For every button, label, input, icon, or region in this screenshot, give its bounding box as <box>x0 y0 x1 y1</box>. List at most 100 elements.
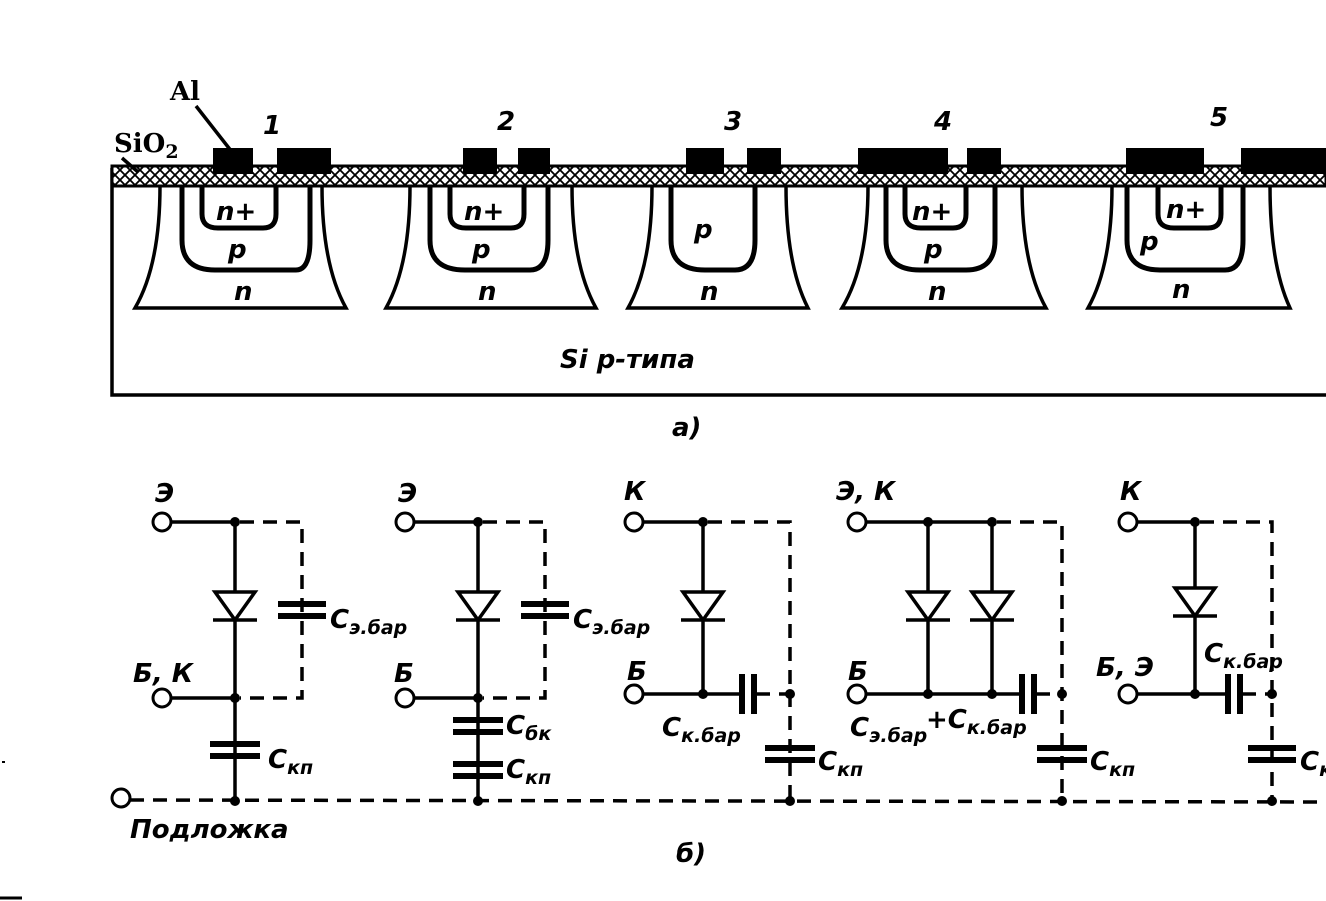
substrate-terminal <box>110 787 132 809</box>
cap-label: Скп <box>1090 747 1135 781</box>
substrate-bus <box>129 798 1326 804</box>
contact-a <box>858 148 948 174</box>
bottom-terminal-label: Б <box>627 657 647 687</box>
n-plus-emitter <box>199 186 279 231</box>
device-number: 2 <box>497 107 515 137</box>
circuit-1: Э Сэ.бар Б, К Скп <box>133 479 407 806</box>
diode-icon <box>1171 586 1219 620</box>
top-terminal-label: К <box>624 477 647 507</box>
p-label: р <box>923 235 943 265</box>
metal-label: Al <box>169 77 200 107</box>
cap-label: Скп <box>268 745 313 779</box>
metal-leader <box>194 104 234 154</box>
n-well <box>383 185 599 310</box>
device-number: 1 <box>263 111 281 141</box>
n-well <box>625 185 811 310</box>
top-terminal <box>394 511 416 533</box>
p-label: р <box>693 215 713 245</box>
top-terminal-label: Э <box>398 479 417 509</box>
substrate-label: Si р-типа <box>560 345 695 375</box>
cap-label: Скп <box>818 747 863 781</box>
circuit-2: Э Сэ.бар Б Сбк Скп <box>394 479 650 806</box>
n-label: n <box>928 277 947 307</box>
n-well <box>1085 185 1293 310</box>
p-base <box>1124 186 1246 273</box>
bottom-terminal-label: Б <box>848 657 868 687</box>
n-label: n <box>700 277 719 307</box>
device-5: 5 n+ р n <box>1085 103 1326 310</box>
n-well <box>131 185 349 310</box>
equivalent-circuits: Подложка б) Э Сэ.бар Б, К Скп <box>110 477 1326 869</box>
caption-b: б) <box>676 839 706 869</box>
n-plus-emitter <box>902 186 969 231</box>
cap-label: Скп <box>506 755 551 789</box>
contact-a <box>1126 148 1204 174</box>
cap-label: Ск <box>1300 747 1326 781</box>
bottom-terminal <box>151 687 173 709</box>
bottom-terminal <box>846 683 868 705</box>
top-terminal-label: Э <box>155 479 174 509</box>
contact-b <box>747 148 781 174</box>
p-base <box>179 186 313 273</box>
bottom-terminal <box>623 683 645 705</box>
cap-label: Сбк <box>506 711 552 745</box>
top-terminal <box>846 511 868 533</box>
n-plus-label: n+ <box>1166 195 1206 225</box>
diode-icon <box>679 590 727 624</box>
circuit-5: К Ск.бар Б, Э Ск <box>1096 477 1326 806</box>
p-label: р <box>471 235 491 265</box>
cross-section: 1 n+ р n 2 n+ р n 3 р n <box>110 77 1326 443</box>
n-label: n <box>234 277 253 307</box>
n-label: n <box>478 277 497 307</box>
top-terminal <box>1117 511 1139 533</box>
substrate-label: Подложка <box>130 815 289 845</box>
bottom-terminal <box>1117 683 1139 705</box>
top-terminal <box>151 511 173 533</box>
p-label: р <box>227 235 247 265</box>
diode-icon <box>904 590 952 624</box>
device-3: 3 р n <box>625 107 811 310</box>
diode-icon <box>211 590 259 624</box>
device-number: 3 <box>724 107 742 137</box>
oxide-label: SiO2 <box>114 129 179 163</box>
p-label: р <box>1139 227 1159 257</box>
oxide-leader <box>120 156 140 174</box>
substrate-outline <box>110 168 1326 397</box>
top-terminal-label: Э, К <box>836 477 897 507</box>
n-plus-label: n+ <box>912 197 952 227</box>
diode-icon <box>454 590 502 624</box>
device-2: 2 n+ р n <box>383 107 599 310</box>
top-terminal-label: К <box>1120 477 1143 507</box>
contact-b <box>518 148 550 174</box>
n-plus-emitter <box>447 186 527 231</box>
cap-label: Ск.бар <box>662 713 741 747</box>
n-plus-emitter <box>1155 186 1224 231</box>
device-number: 4 <box>933 107 952 137</box>
bottom-terminal <box>394 687 416 709</box>
device-number: 5 <box>1210 103 1228 133</box>
p-base <box>668 186 758 273</box>
cap-label: Сэ.бар <box>573 605 650 639</box>
contact-b <box>967 148 1001 174</box>
top-terminal <box>623 511 645 533</box>
contact-a <box>686 148 724 174</box>
contact-a <box>463 148 497 174</box>
n-well <box>838 185 1049 310</box>
cap-label: Сэ.бар <box>850 713 927 747</box>
device-1: 1 n+ р n <box>131 111 349 310</box>
n-label: n <box>1172 275 1191 305</box>
device-4: 4 n+ р n <box>838 107 1049 310</box>
cap-label: Сэ.бар <box>330 605 407 639</box>
cap-label: +Ск.бар <box>926 705 1027 739</box>
diode-icon <box>968 590 1016 624</box>
contact-b <box>1241 148 1326 174</box>
p-base <box>883 186 998 273</box>
bottom-terminal-label: Б, К <box>133 659 195 689</box>
p-base <box>427 186 551 273</box>
bottom-terminal-label: Б <box>394 659 414 689</box>
n-plus-label: n+ <box>216 197 256 227</box>
circuit-4: Э, К Б Сэ.бар +Ск.бар Скп <box>836 477 1135 806</box>
bottom-terminal-label: Б, Э <box>1096 653 1154 683</box>
caption-a: а) <box>672 413 701 443</box>
